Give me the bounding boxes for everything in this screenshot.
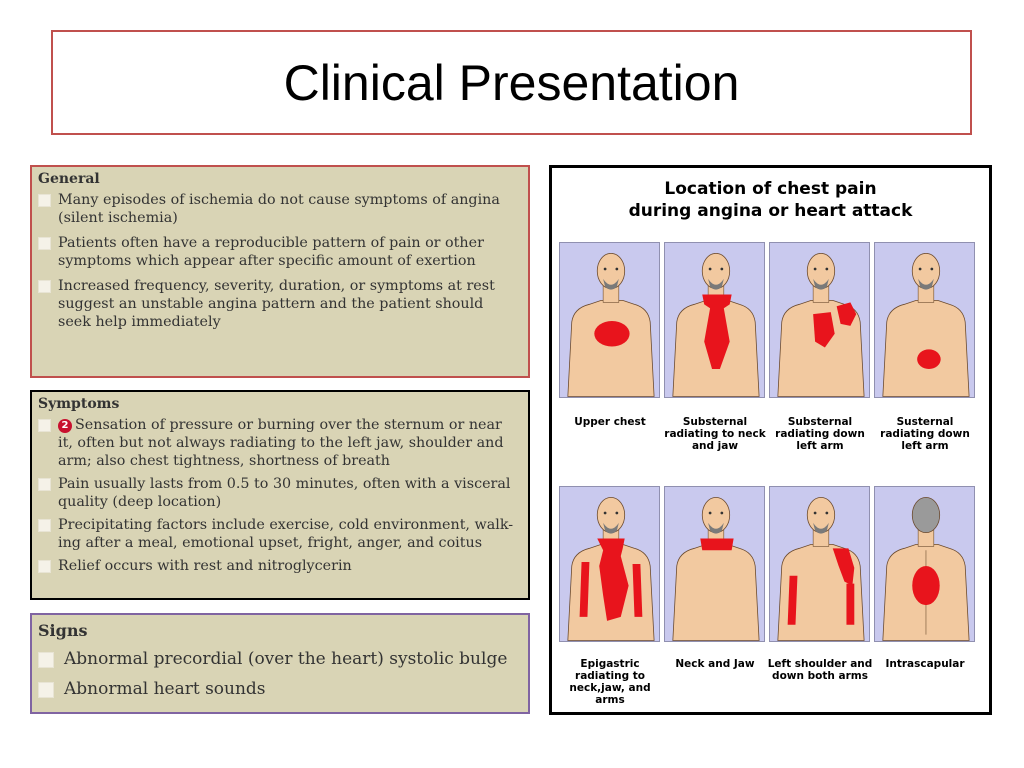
head-shape [596, 252, 626, 290]
eye-shape [918, 267, 922, 271]
upper-chest-figure [559, 242, 660, 398]
beard-shape [918, 278, 934, 290]
head-shape [701, 496, 731, 534]
eye-shape [825, 267, 829, 271]
signs-panel: Signs Abnormal precordial (over the hear… [30, 613, 530, 714]
eye-shape [708, 511, 712, 515]
head-shape [806, 252, 836, 290]
pain-area [597, 538, 629, 621]
page-title: Clinical Presentation [283, 54, 740, 111]
general-panel: General Many episodes of ischemia do not… [30, 165, 530, 378]
pain-area [912, 565, 940, 606]
caption-susternal-left-arm: Susternal radiating down left arm [880, 416, 970, 452]
pain-area [594, 320, 630, 347]
pain-area [579, 562, 590, 617]
eye-shape [615, 267, 619, 271]
title-box: Clinical Presentation [51, 30, 972, 135]
pain-area [836, 302, 857, 326]
list-item: Abnormal heart sounds [38, 678, 520, 700]
substernal-left-arm-figure [769, 242, 870, 398]
caption-left-shoulder-both-arms: Left shoulder and down both arms [767, 658, 873, 682]
caption-intrascapular: Intrascapular [885, 658, 965, 670]
bullet-box-icon [38, 560, 51, 573]
figure-title: Location of chest pain during angina or … [628, 179, 913, 221]
list-item: Increased frequency, severity, duration,… [38, 277, 520, 331]
eye-shape [825, 511, 829, 515]
beard-shape [708, 278, 724, 290]
pain-area [813, 312, 835, 348]
pain-area [832, 548, 855, 586]
caption-neck-jaw: Neck and Jaw [675, 658, 755, 670]
caption-substernal-neck-jaw: Substernal radiating to neck and jaw [664, 416, 766, 452]
list-item: Pain usually lasts from 0.5 to 30 minute… [38, 475, 520, 511]
eye-shape [603, 267, 607, 271]
bullet-box-icon [38, 519, 51, 532]
beard-shape [603, 522, 619, 534]
susternal-left-arm-figure [874, 242, 975, 398]
pain-area [702, 294, 732, 370]
beard-shape [603, 278, 619, 290]
bullet-box-icon [38, 478, 51, 491]
bullet-box-icon [38, 194, 51, 207]
eye-shape [615, 511, 619, 515]
torso-shape [672, 544, 760, 641]
list-item: Precipitating factors include exercise, … [38, 516, 520, 552]
head-shape [701, 252, 731, 290]
list-item: Abnormal precordial (over the heart) sys… [38, 648, 520, 670]
bullet-box-icon [38, 280, 51, 293]
caption-upper-chest: Upper chest [574, 416, 646, 428]
beard-shape [813, 522, 829, 534]
signs-heading: Signs [38, 621, 88, 640]
general-heading: General [38, 171, 100, 187]
intrascapular-figure [874, 486, 975, 642]
epigastric-figure [559, 486, 660, 642]
pain-area [700, 538, 734, 551]
head-shape [911, 252, 941, 290]
pain-area [846, 583, 855, 625]
chest-pain-figure: Location of chest pain during angina or … [549, 165, 992, 715]
bullet-box-icon [38, 419, 51, 432]
head-shape [911, 496, 941, 534]
beard-shape [708, 522, 724, 534]
eye-shape [720, 511, 724, 515]
number-badge: 2 [58, 419, 72, 433]
pain-area [632, 564, 643, 617]
left-shoulder-both-arms-figure [769, 486, 870, 642]
list-item: Patients often have a reproducible patte… [38, 234, 520, 270]
bullet-box-icon [38, 682, 54, 698]
torso-shape [777, 300, 865, 397]
bullet-box-icon [38, 652, 54, 668]
symptoms-heading: Symptoms [38, 396, 120, 412]
beard-shape [813, 278, 829, 290]
pain-area [787, 575, 798, 625]
list-item: Many episodes of ischemia do not cause s… [38, 191, 520, 227]
caption-substernal-left-arm: Substernal radiating down left arm [775, 416, 865, 452]
neck-jaw-figure [664, 486, 765, 642]
substernal-neck-jaw-figure [664, 242, 765, 398]
eye-shape [813, 267, 817, 271]
pain-area [917, 349, 941, 370]
list-item: Relief occurs with rest and nitroglyceri… [38, 557, 520, 575]
eye-shape [813, 511, 817, 515]
eye-shape [930, 267, 934, 271]
bullet-box-icon [38, 237, 51, 250]
head-shape [596, 496, 626, 534]
eye-shape [720, 267, 724, 271]
eye-shape [603, 511, 607, 515]
torso-shape [567, 300, 655, 397]
eye-shape [708, 267, 712, 271]
head-shape [806, 496, 836, 534]
caption-epigastric: Epigastric radiating to neck,jaw, and ar… [569, 658, 651, 706]
torso-shape [882, 300, 970, 397]
